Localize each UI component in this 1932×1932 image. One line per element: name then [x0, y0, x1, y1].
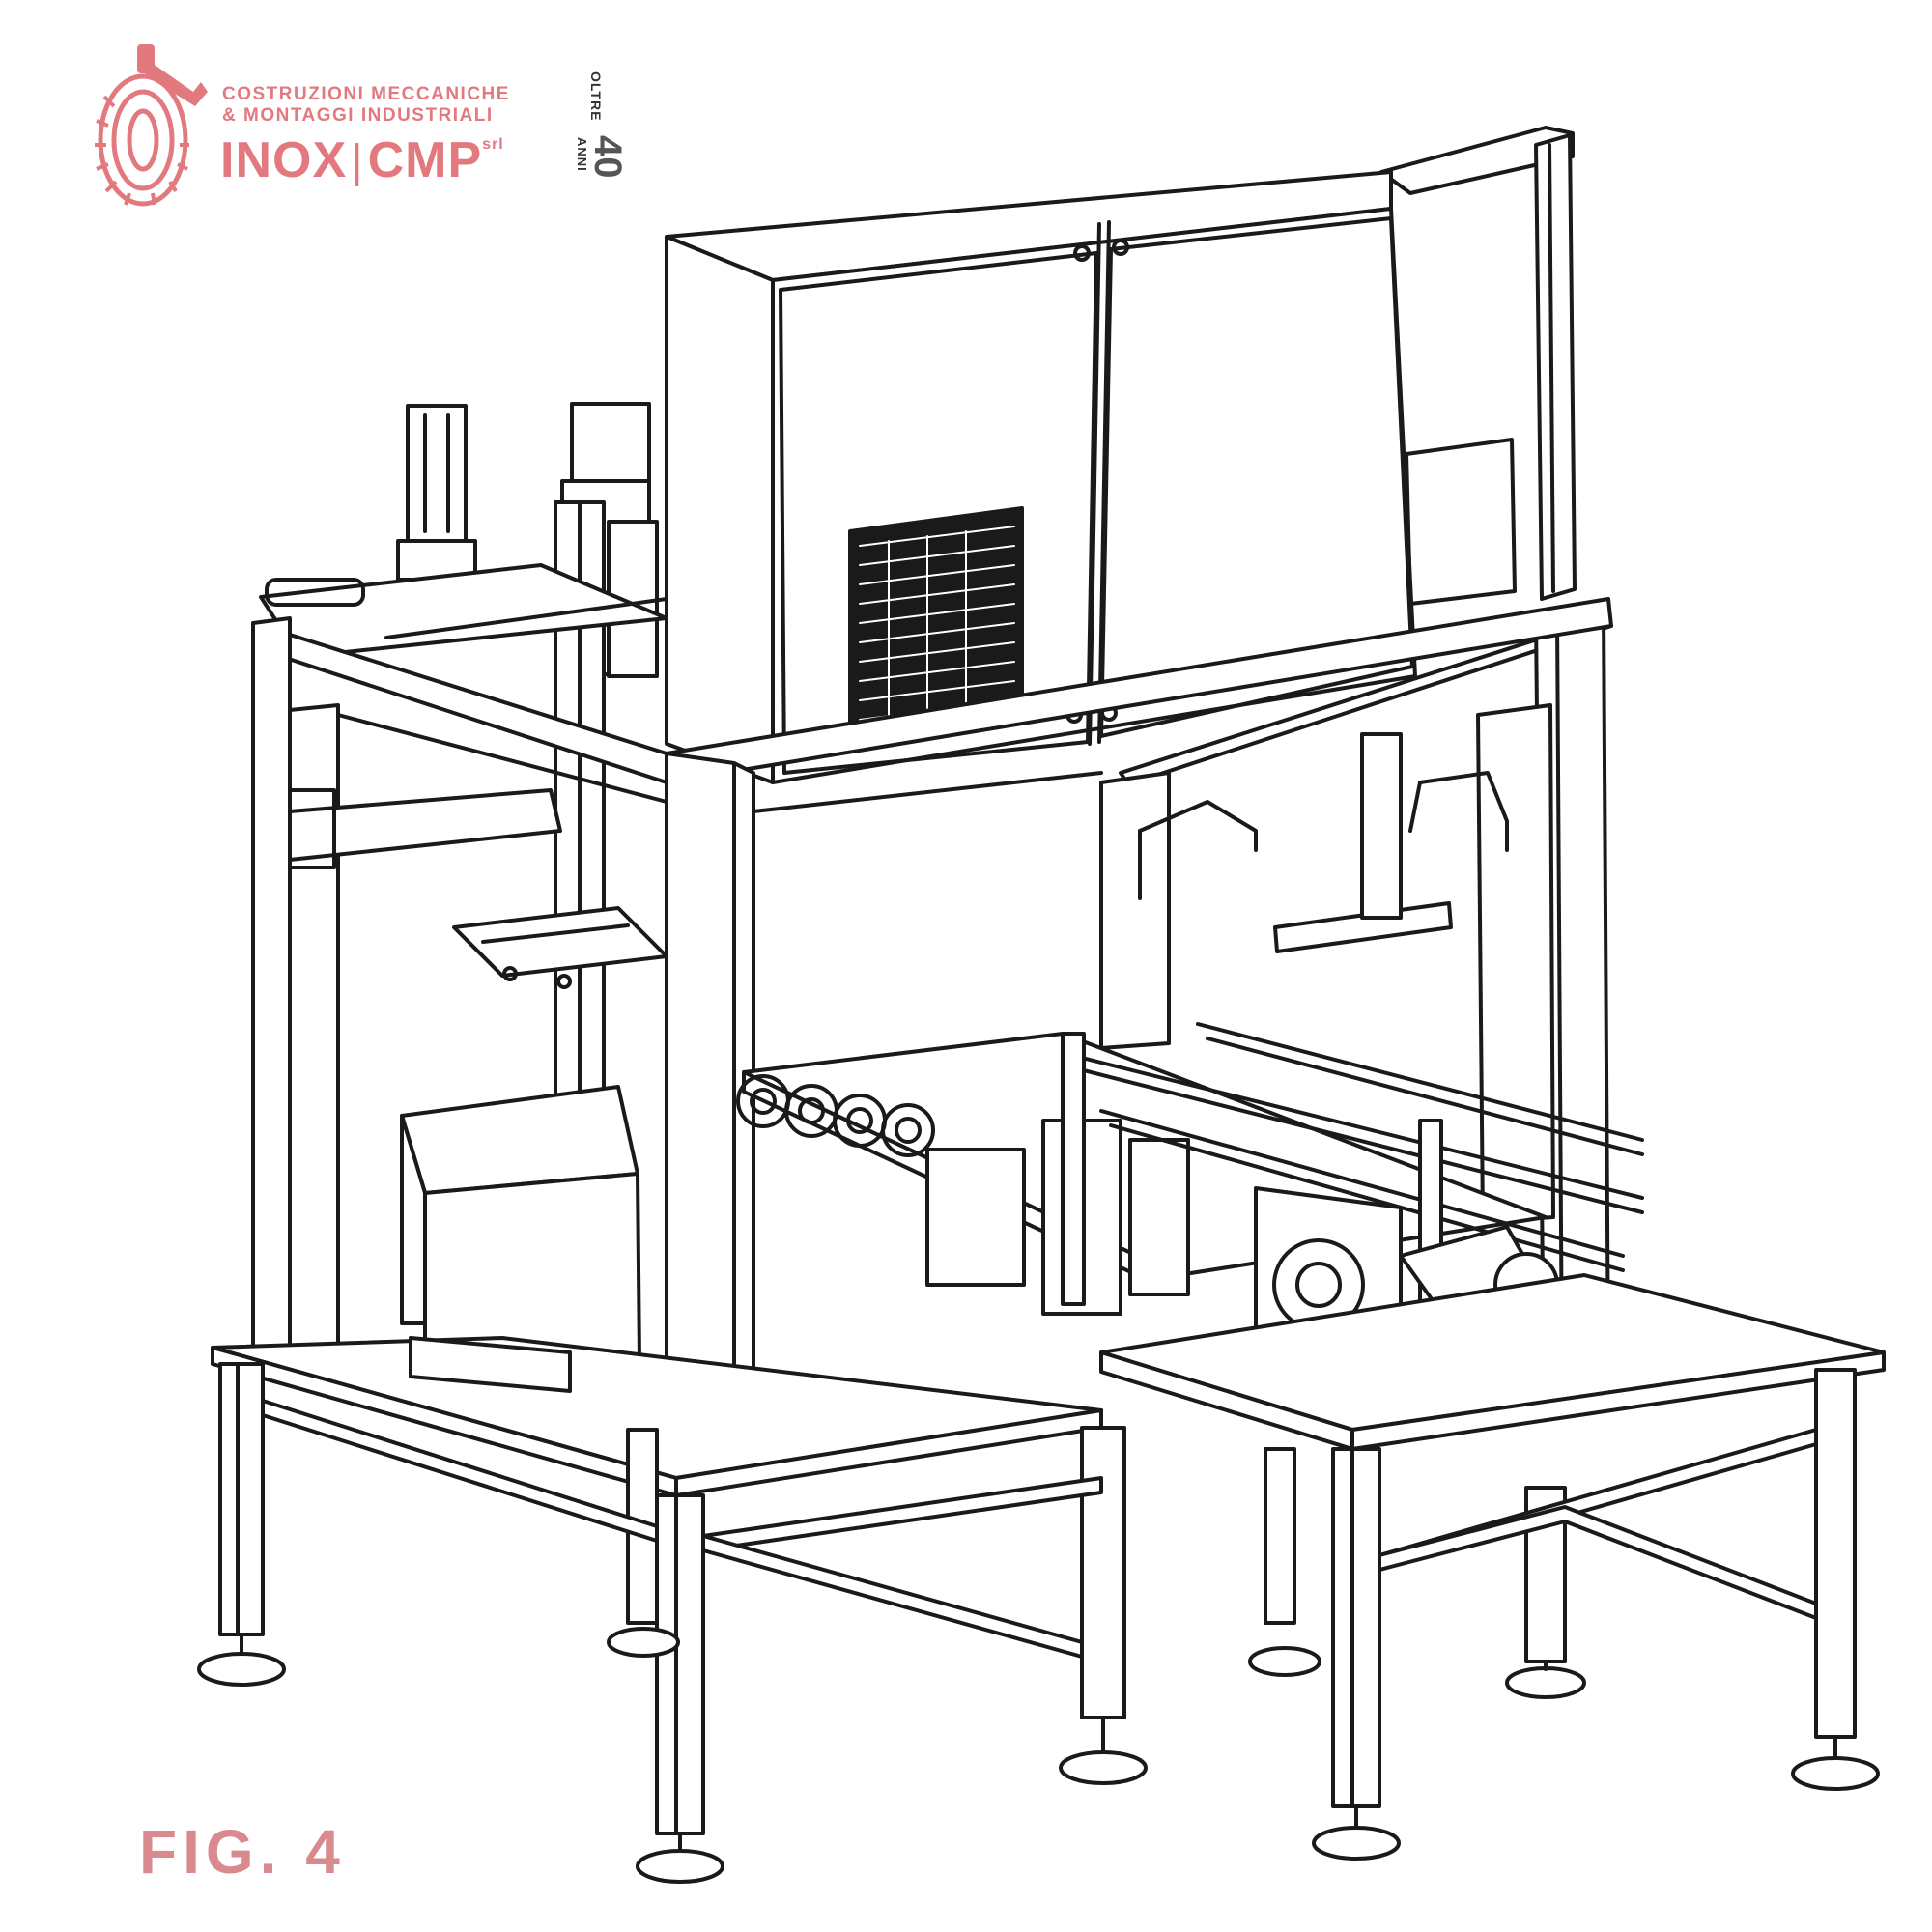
logo-tagline-line2: & MONTAGGI INDUSTRIALI — [222, 105, 494, 126]
guide-rails — [1061, 1022, 1644, 1412]
left-suction-tray — [452, 906, 668, 989]
years-number: 40 — [586, 135, 626, 179]
years-prefix: OLTRE — [588, 71, 604, 121]
logo-suffix: srl — [482, 136, 504, 153]
rear-gantry-frame — [1379, 126, 1577, 606]
carton-magazine — [400, 1085, 641, 1364]
logo-brand-left: INOX — [220, 132, 348, 188]
logo-brand-right: CMP — [367, 132, 483, 188]
left-platform — [211, 1336, 1103, 1497]
leveling-feet — [197, 1627, 1880, 1884]
anniversary-badge: OLTRE 40 ANNI — [575, 71, 626, 179]
right-platform — [1099, 1273, 1886, 1451]
servo-motors — [396, 402, 659, 1103]
gear-wrench-logo-icon — [95, 44, 208, 207]
logo-brand-name: INOX|CMPsrl — [220, 135, 504, 185]
main-left-frame — [251, 597, 1613, 1480]
figure-label: FIG. 4 — [139, 1817, 346, 1887]
left-slide-rail — [288, 788, 562, 869]
ventilation-grille — [848, 506, 1024, 736]
logo-divider: | — [351, 136, 364, 187]
years-suffix: ANNI — [575, 137, 589, 172]
left-top-rails — [259, 563, 668, 659]
right-grippers — [1138, 732, 1509, 953]
company-logo: COSTRUZIONI MECCANICHE & MONTAGGI INDUST… — [87, 39, 628, 222]
logo-tagline-line1: COSTRUZIONI MECCANICHE — [222, 84, 510, 104]
base-legs — [218, 1362, 1857, 1835]
